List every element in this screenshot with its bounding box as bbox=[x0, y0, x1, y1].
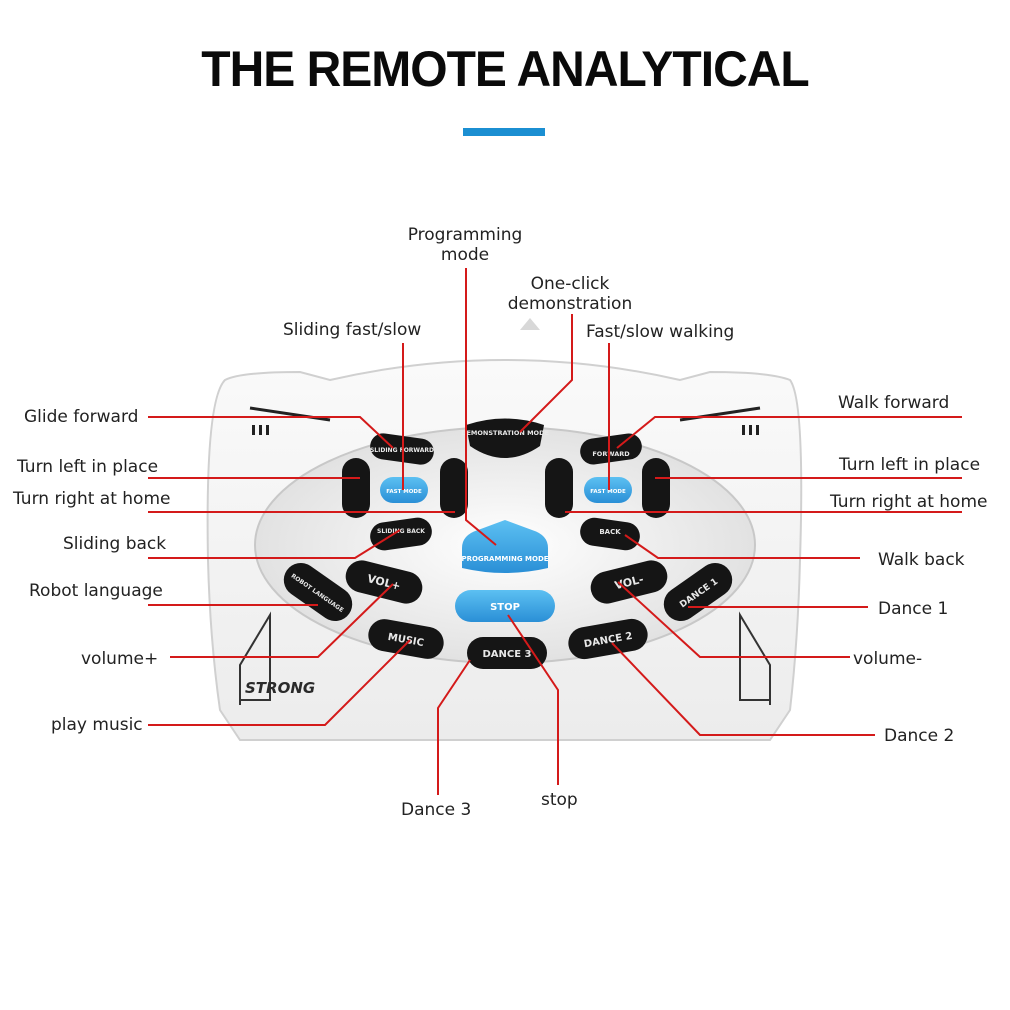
leader-sliding-back bbox=[148, 529, 401, 559]
label-dance-3: Dance 3 bbox=[401, 800, 472, 820]
turn-right-left-button[interactable] bbox=[440, 458, 468, 518]
label-volume-minus: volume- bbox=[853, 649, 923, 669]
label-turn-left-right: Turn left in place bbox=[839, 455, 981, 475]
leader-dance-2 bbox=[611, 642, 875, 736]
turning-left-button[interactable] bbox=[545, 458, 573, 518]
back-button[interactable]: BACK bbox=[578, 516, 641, 552]
forward-button-label: FORWARD bbox=[592, 450, 630, 458]
leader-one-click-demo bbox=[519, 314, 573, 433]
demonstration-mode-button-label: DEMONSTRATION MODE bbox=[461, 429, 549, 437]
dance-3-button[interactable]: DANCE 3 bbox=[467, 637, 547, 669]
leader-walk-back bbox=[624, 534, 860, 559]
label-walk-back: Walk back bbox=[878, 550, 965, 570]
stop-button-label: STOP bbox=[490, 602, 520, 613]
title-underline bbox=[463, 128, 545, 136]
dance-2-button[interactable]: DANCE 2 bbox=[566, 616, 650, 661]
leader-dance-3 bbox=[437, 659, 471, 795]
label-robot-language: Robot language bbox=[29, 581, 163, 601]
label-one-click-demo: One-click demonstration bbox=[507, 274, 633, 314]
label-play-music: play music bbox=[51, 715, 143, 735]
leader-glide-forward bbox=[148, 416, 394, 449]
brand-text: STRONG bbox=[245, 679, 315, 697]
leader-walk-forward bbox=[616, 416, 962, 449]
leader-volume-minus bbox=[617, 581, 850, 658]
sliding-back-button-label: SLIDING BACK bbox=[377, 528, 425, 535]
programming-mode-button[interactable]: PROGRAMMING MODE bbox=[461, 520, 549, 573]
programming-mode-button-label: PROGRAMMING MODE bbox=[461, 555, 548, 563]
back-button-label: BACK bbox=[599, 528, 621, 536]
leader-lines bbox=[148, 268, 962, 795]
label-sliding-fast-slow: Sliding fast/slow bbox=[283, 320, 422, 340]
label-turn-right-right: Turn right at home bbox=[830, 492, 988, 512]
vol-minus-button[interactable]: VOL- bbox=[587, 557, 670, 607]
label-glide-forward: Glide forward bbox=[24, 407, 139, 427]
label-walk-forward: Walk forward bbox=[838, 393, 950, 413]
label-sliding-back: Sliding back bbox=[63, 534, 167, 554]
label-volume-plus: volume+ bbox=[81, 649, 159, 669]
label-programming-mode: Programming mode bbox=[407, 225, 523, 265]
turn-left-left-button[interactable] bbox=[342, 458, 370, 518]
label-turn-right-left: Turn right at home bbox=[13, 489, 171, 509]
dance-3-button-label: DANCE 3 bbox=[482, 649, 531, 660]
stop-button[interactable]: STOP bbox=[455, 590, 555, 622]
label-fast-slow-walking: Fast/slow walking bbox=[586, 322, 735, 342]
leader-play-music bbox=[148, 639, 411, 726]
fast-mode-right-button-label: FAST MODE bbox=[590, 489, 626, 495]
label-stop: stop bbox=[541, 790, 578, 810]
label-turn-left-left: Turn left in place bbox=[17, 457, 159, 477]
fast-mode-left-button-label: FAST MODE bbox=[386, 489, 422, 495]
music-button[interactable]: MUSIC bbox=[366, 617, 446, 662]
leader-stop bbox=[507, 614, 559, 785]
sliding-back-button[interactable]: SLIDING BACK bbox=[368, 516, 433, 552]
leader-volume-plus bbox=[170, 583, 394, 658]
turning-right-button[interactable] bbox=[642, 458, 670, 518]
page-title: THE REMOTE ANALYTICAL bbox=[201, 41, 809, 98]
label-dance-2: Dance 2 bbox=[884, 726, 955, 746]
vol-plus-button[interactable]: VOL+ bbox=[342, 557, 425, 607]
label-dance-1: Dance 1 bbox=[878, 599, 949, 619]
leader-programming-mode bbox=[465, 268, 497, 546]
